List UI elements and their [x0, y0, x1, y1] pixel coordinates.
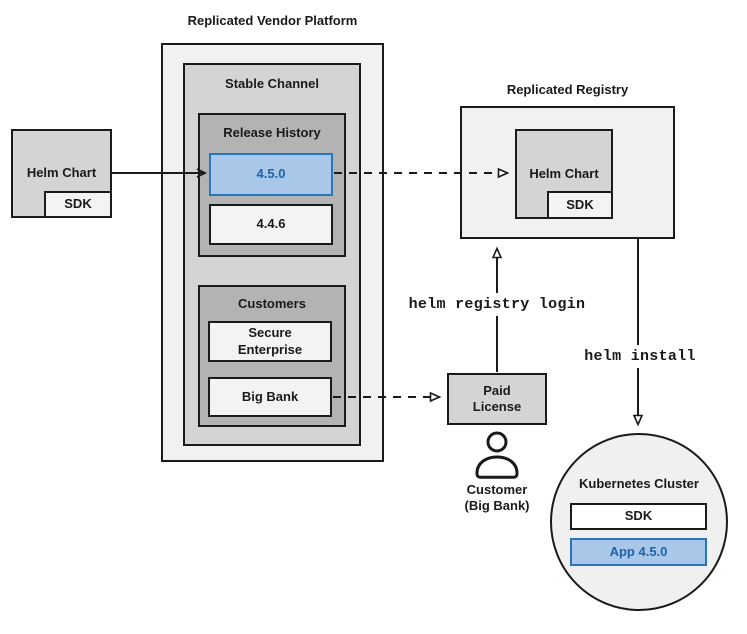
release-4-5-0: 4.5.0 [209, 153, 333, 196]
stable-channel-title: Stable Channel [225, 76, 319, 91]
customer-big-bank: Big Bank [208, 377, 332, 417]
release-4-4-6: 4.4.6 [209, 204, 333, 245]
helm-install-label: helm install [572, 345, 708, 368]
source-sdk-box: SDK [44, 191, 112, 218]
customer-secure-enterprise-label: Secure Enterprise [237, 325, 303, 357]
vendor-platform-title: Replicated Vendor Platform [187, 13, 358, 28]
cluster-sdk-box: SDK [570, 503, 707, 530]
customer-secure-enterprise: Secure Enterprise [208, 321, 332, 362]
customer-caption: Customer (Big Bank) [464, 482, 530, 514]
customers-title: Customers [238, 296, 306, 311]
registry-sdk-box: SDK [547, 191, 613, 219]
release-history-title: Release History [223, 125, 321, 140]
customer-person-icon [475, 431, 519, 479]
helm-registry-login-label: helm registry login [397, 293, 597, 316]
kubernetes-cluster-title: Kubernetes Cluster [579, 476, 699, 491]
cluster-app-box: App 4.5.0 [570, 538, 707, 566]
registry-title: Replicated Registry [506, 82, 629, 97]
paid-license-label: Paid License [472, 382, 522, 414]
paid-license-box: Paid License [447, 373, 547, 425]
